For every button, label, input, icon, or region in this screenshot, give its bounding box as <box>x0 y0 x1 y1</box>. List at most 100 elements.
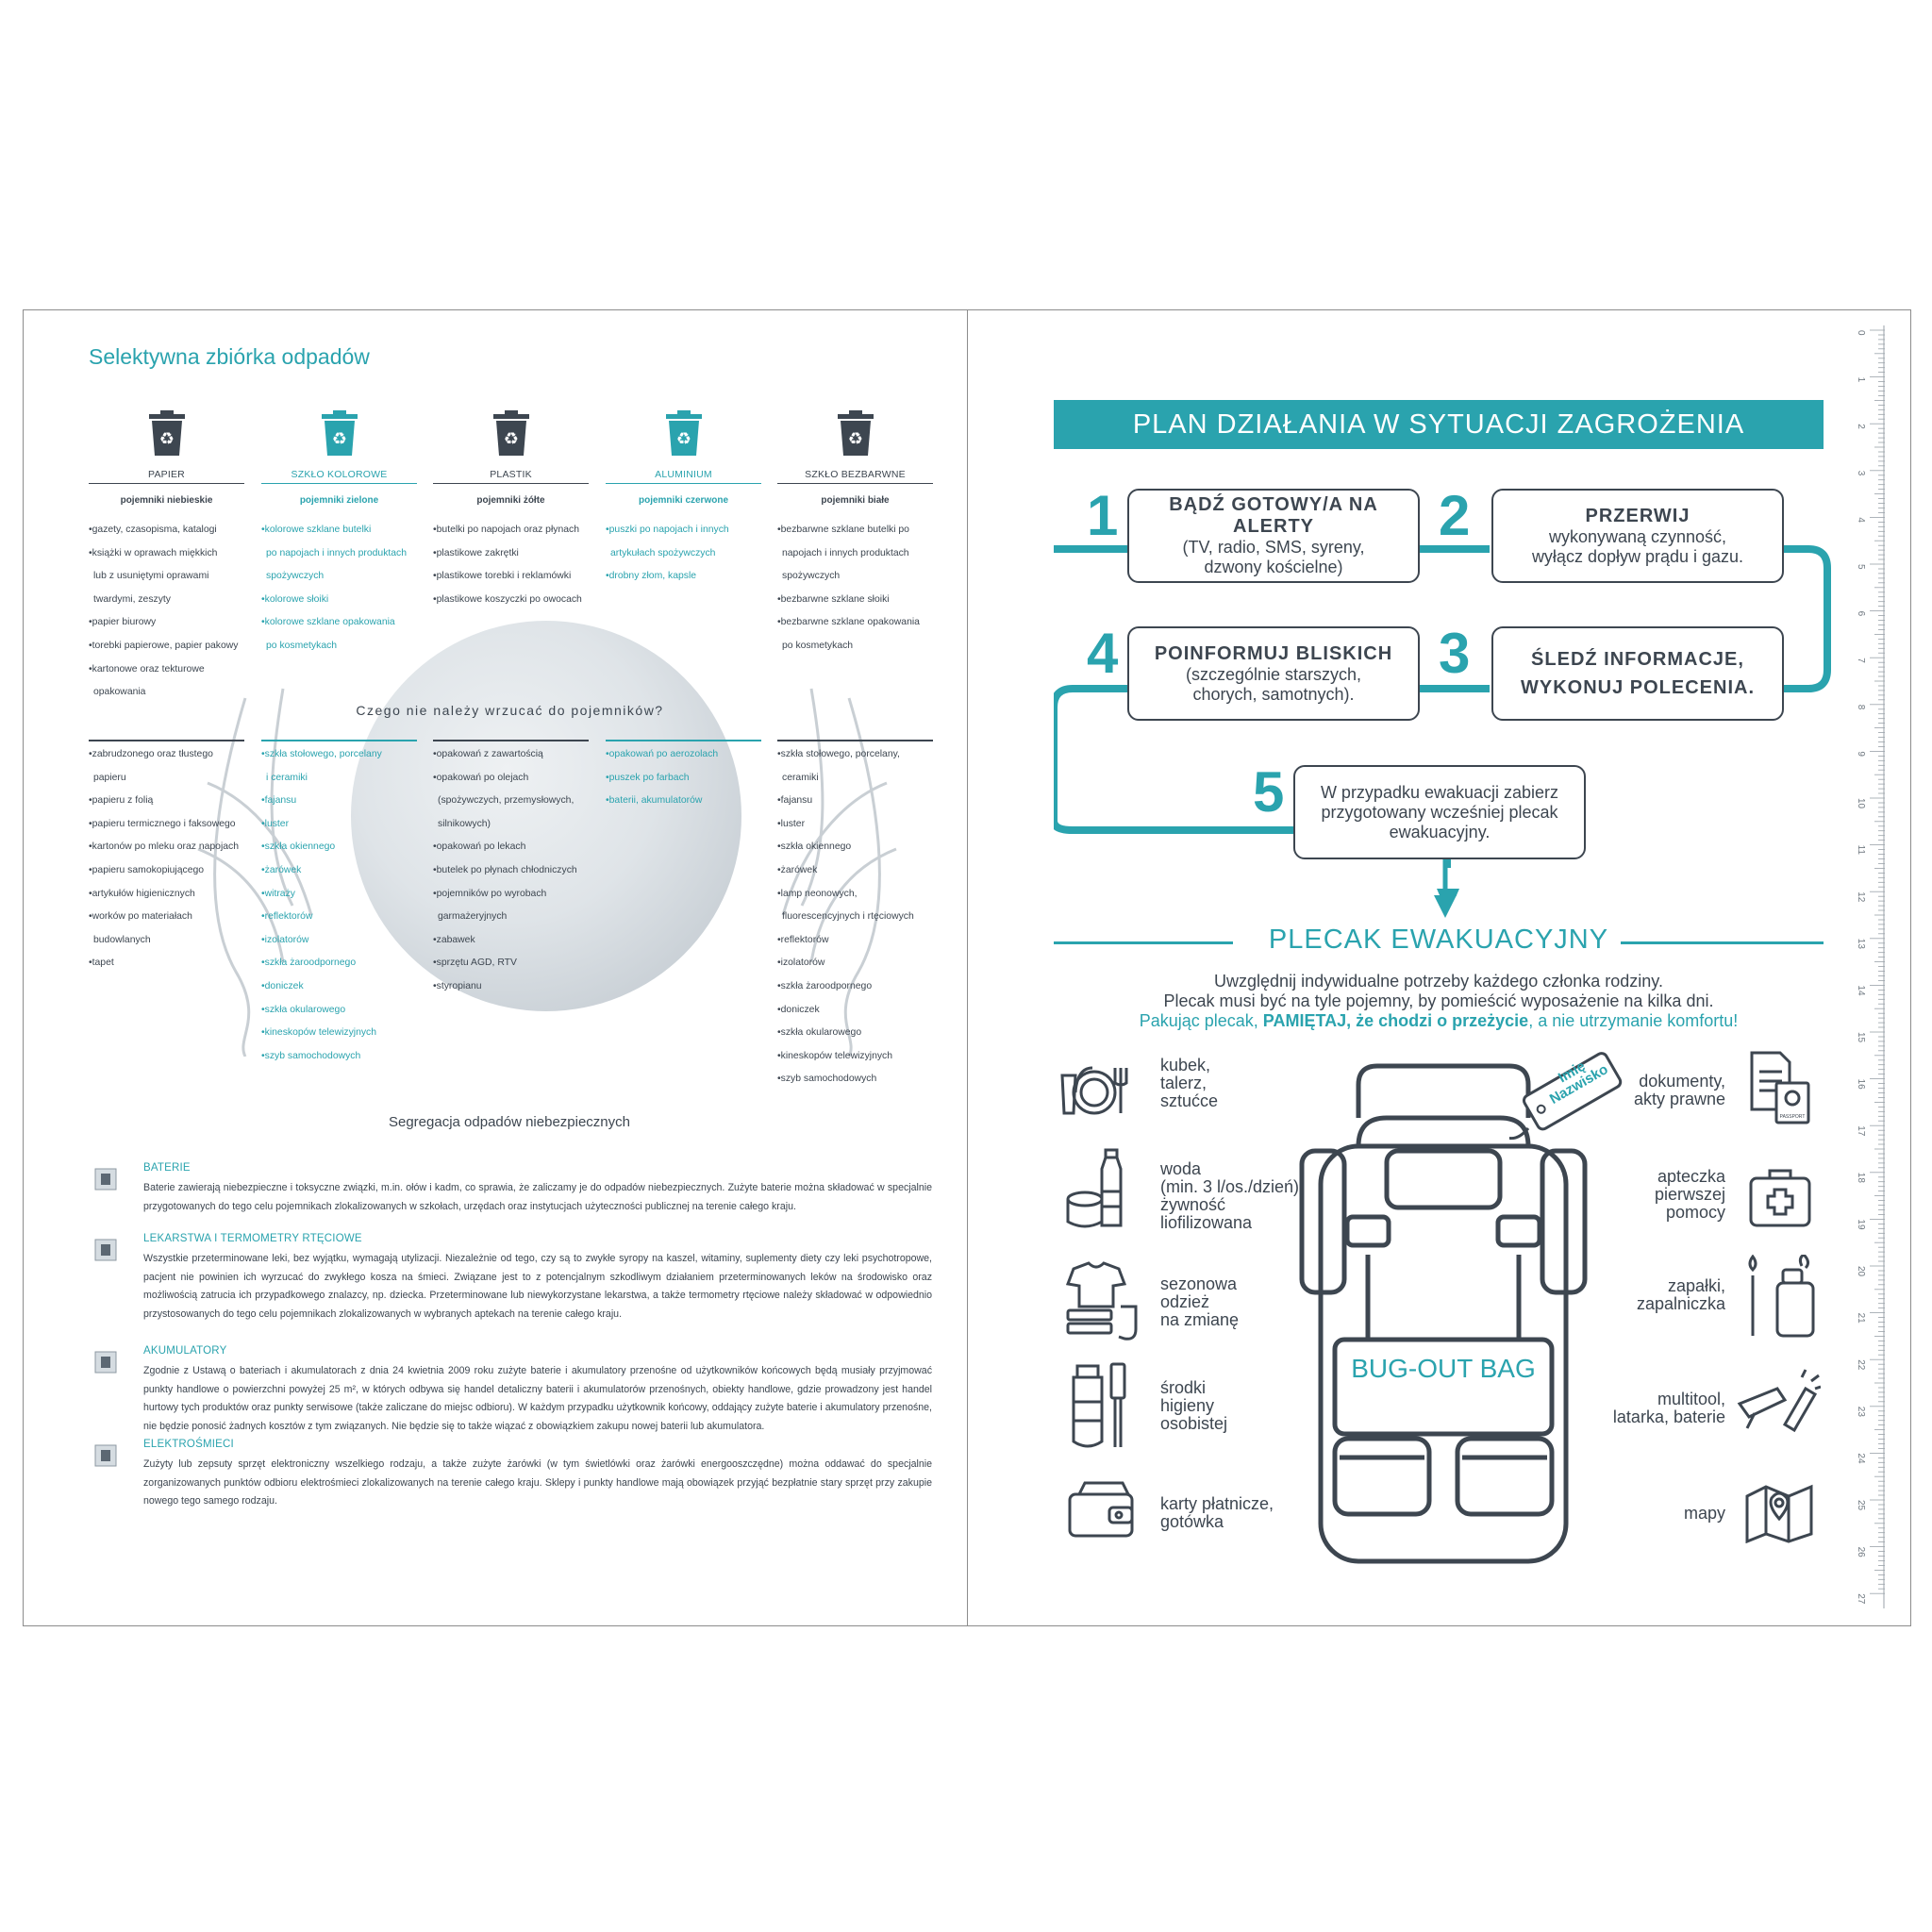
kit-item-line: multitool, <box>1657 1390 1725 1408</box>
accumulator-icon <box>94 1351 117 1374</box>
kit-item-line: na zmianę <box>1160 1310 1240 1329</box>
kit-item-label: mapy <box>1684 1505 1725 1523</box>
kit-item-line: higieny <box>1160 1396 1215 1415</box>
svg-text:♻: ♻ <box>847 429 862 449</box>
kit-item-line: żywność <box>1160 1195 1226 1214</box>
bin-item: •plastikowe torebki i reklamówki <box>433 571 572 582</box>
ruler-label: 8 <box>1856 705 1866 710</box>
kit-item-line: talerz, <box>1160 1074 1208 1092</box>
do-not-column: •opakowań z zawartością•opakowań po olej… <box>433 743 589 999</box>
clothes-icon <box>1065 1261 1138 1341</box>
documents-icon: PASSPORT <box>1750 1051 1810 1124</box>
hazard-section-title: Segregacja odpadów niebezpiecznych <box>388 1114 630 1130</box>
step-number: 1 <box>1087 484 1119 547</box>
do-not-item: •żarówek <box>777 864 818 875</box>
do-not-item: i ceramiki <box>266 772 308 783</box>
do-not-item: •tapet <box>89 958 114 969</box>
medicine-icon <box>94 1239 117 1261</box>
do-not-item: •zabrudzonego oraz tłustego <box>89 749 213 759</box>
do-not-item: •fajansu <box>777 795 813 807</box>
do-not-item: •zabawek <box>433 934 475 945</box>
action-plan-banner: PLAN DZIAŁANIA W SYTUACJI ZAGROŻENIA <box>1054 400 1824 449</box>
plecak-title: PLECAK EWAKUACYJNY <box>1268 924 1609 955</box>
do-not-rule <box>261 740 417 741</box>
bin-item: •bezbarwne szklane opakowania <box>777 617 920 628</box>
hazard-heading: AKUMULATORY <box>143 1345 227 1357</box>
step-text: (szczególnie starszych, <box>1185 664 1362 684</box>
bin-item: •puszki po napojach i innych <box>606 525 729 535</box>
kit-item-label: karty płatnicze,gotówka <box>1160 1495 1274 1531</box>
do-not-item: •baterii, akumulatorów <box>606 795 703 807</box>
hazard-body: Zgodnie z Ustawą o bateriach i akumulato… <box>143 1365 932 1433</box>
bin-item: •plastikowe koszyczki po owocach <box>433 593 582 605</box>
kit-item-line: apteczka <box>1657 1167 1725 1186</box>
do-not-item: •szyb samochodowych <box>261 1050 361 1061</box>
do-not-item: fluorescencyjnych i rtęciowych <box>782 911 914 923</box>
kit-item-label: dokumenty,akty prawne <box>1634 1073 1725 1108</box>
kit-item-line: zapalniczka <box>1636 1294 1725 1313</box>
ruler-label: 16 <box>1856 1079 1866 1091</box>
bin-item: •drobny złom, kapsle <box>606 571 697 582</box>
do-not-item: •opakowań po olejach <box>433 772 529 783</box>
bin-column: ♻ SZKŁO BEZBARWNE pojemniki białe •bezbarwn… <box>777 410 933 658</box>
bin-subtitle: pojemniki żółte <box>476 495 545 506</box>
ruler-label: 27 <box>1856 1593 1866 1605</box>
do-not-item: •kartonów po mleku oraz napojach <box>89 841 240 853</box>
do-not-item: •papieru samokopiującego <box>89 864 205 875</box>
do-not-item: •witraży <box>261 888 295 899</box>
ruler-label: 5 <box>1856 564 1866 570</box>
arrow-down-icon <box>1434 856 1457 918</box>
bin-subtitle: pojemniki czerwone <box>638 495 729 506</box>
kit-item-line: mapy <box>1683 1504 1725 1523</box>
do-not-item: •opakowań po aerozolach <box>606 749 719 759</box>
plecak-rule-left <box>1054 941 1233 944</box>
do-not-item: •sprzętu AGD, RTV <box>433 958 517 969</box>
water-food-icon <box>1066 1148 1123 1228</box>
step-number: 5 <box>1253 760 1285 824</box>
wallet-icon <box>1068 1481 1134 1538</box>
ruler-label: 0 <box>1856 330 1866 336</box>
kit-item-line: karty płatnicze, <box>1160 1494 1274 1513</box>
do-not-item: •szkła stołowego, porcelany, <box>777 749 900 759</box>
do-not-item: •kineskopów telewizyjnych <box>261 1027 377 1039</box>
ruler-label: 11 <box>1856 845 1866 856</box>
hands-illustration <box>197 688 897 1057</box>
kit-item-line: osobistej <box>1160 1414 1228 1433</box>
ruler-label: 12 <box>1856 891 1866 903</box>
do-not-item: •szkła żaroodpornego <box>777 980 873 991</box>
step-text: wyłącz dopływ prądu i gazu. <box>1531 546 1744 566</box>
svg-text:♻: ♻ <box>158 429 174 449</box>
step-text: dzwony kościelne) <box>1204 558 1343 576</box>
kit-item-line: gotówka <box>1160 1512 1224 1531</box>
ruler-label: 7 <box>1856 658 1866 663</box>
bin-subtitle: pojemniki zielone <box>299 495 379 506</box>
do-not-item: •opakowań po lekach <box>433 841 526 853</box>
matches-lighter-icon <box>1748 1255 1815 1338</box>
first-aid-icon <box>1749 1169 1811 1227</box>
bin-items: •gazety, czasopisma, katalogi•książki w … <box>89 519 244 705</box>
step-number: 3 <box>1439 622 1471 685</box>
svg-text:♻: ♻ <box>331 429 346 449</box>
plecak-intro-line3c: , a nie utrzymanie komfortu! <box>1528 1011 1739 1030</box>
do-not-item: (spożywczych, przemysłowych, <box>438 795 575 807</box>
bin-item: •gazety, czasopisma, katalogi <box>89 525 217 535</box>
kit-item-line: akty prawne <box>1633 1090 1725 1108</box>
step-text: wykonywaną czynność, <box>1548 526 1727 546</box>
kit-item-label: multitool,latarka, baterie <box>1613 1391 1725 1426</box>
plecak-intro-line3a: Pakując plecak, <box>1139 1011 1263 1030</box>
bin-subtitle: pojemniki niebieskie <box>120 495 213 506</box>
kit-item-line: latarka, baterie <box>1612 1407 1725 1426</box>
bin-subtitle: pojemniki białe <box>821 495 890 506</box>
bin-name: SZKŁO BEZBARWNE <box>777 469 933 484</box>
do-not-column: •szkła stołowego, porcelany,ceramiki•faj… <box>777 743 933 1091</box>
recycle-bin-icon: ♻ <box>492 410 529 456</box>
step-title: PRZERWIJ <box>1585 505 1690 526</box>
name-tag-icon <box>1509 1052 1623 1140</box>
do-not-item: •styropianu <box>433 980 482 991</box>
ruler-label: 3 <box>1856 471 1866 476</box>
do-not-item: •szkła okiennego <box>261 841 336 853</box>
